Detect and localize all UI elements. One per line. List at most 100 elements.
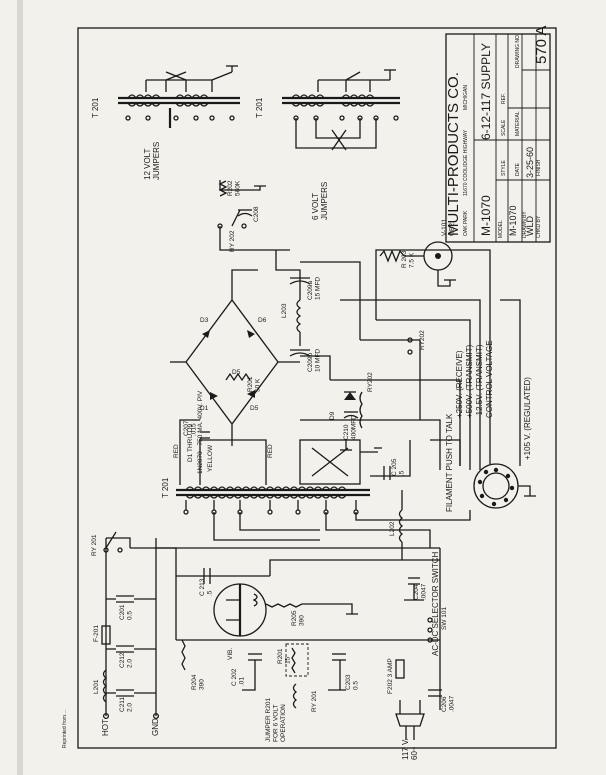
text-line: C211: [119, 697, 126, 712]
text-line: C 213: [199, 578, 206, 596]
red-lead-label-1: RED: [173, 444, 180, 458]
l201-label: L201: [93, 679, 100, 694]
red-lead-label-2: RED: [267, 444, 274, 458]
text-line: 117 V.: [401, 738, 410, 760]
six-volt-jumpers-text: 6 VOLTJUMPERS: [311, 182, 329, 220]
title-block: MULTI-PRODUCTS CO. OAK PARK 11670 COOLID…: [445, 26, 551, 243]
c202-label: C 202.01: [231, 668, 245, 686]
twelve-volt-jumpers-label: 12 VOLTJUMPERS: [143, 142, 161, 180]
r202-label: R202560K: [227, 180, 241, 196]
drawn-value: WLD: [525, 216, 535, 237]
jumper-note-text: JUMPER R201FOR 6 VOLTOPERATION: [265, 698, 287, 742]
company-name: MULTI-PRODUCTS CO.: [445, 72, 462, 236]
text-line: 15: [284, 656, 291, 664]
twelve-volt-jumpers-text: 12 VOLTJUMPERS: [143, 142, 161, 180]
c213-label: C 213.5: [199, 578, 213, 596]
ref-label: REF.: [501, 93, 507, 104]
text-line: C210: [343, 424, 350, 440]
text-line: 50 K: [254, 378, 261, 392]
c207-label: C207.015: [183, 420, 197, 436]
six-volt-jumpers-label: 6 VOLTJUMPERS: [311, 182, 329, 220]
output-line-1: FILAMENT PUSH TO TALK: [445, 413, 454, 512]
c204-label: C204.0047: [413, 583, 427, 600]
switch-fuse-section: C204.0047 AC-DC SELECTOR SWITCH SW 101 F…: [387, 548, 455, 760]
date-value: 3-25-60: [525, 147, 535, 178]
six-volt-jumper-transformer: T 201 6 VOLTJUMPERS: [255, 69, 400, 220]
company-state: MICHIGAN: [463, 85, 469, 110]
text-line: 0.5: [126, 611, 133, 620]
v101-label: V-101OB2: [441, 219, 455, 236]
c211-label: C2112.0: [119, 697, 133, 712]
part-title: 6-12-117 SUPPLY: [479, 43, 493, 140]
rectifier-note-1: D1 THRU D9: [187, 423, 194, 462]
text-line: C209a: [307, 280, 314, 300]
text-line: C201: [119, 604, 126, 620]
finish-label: FINISH: [536, 159, 542, 176]
date-label: DATE: [515, 162, 521, 176]
vib-label: VIB.: [227, 648, 234, 660]
c209b-label: C209b10 MFD: [307, 349, 321, 372]
text-line: 400MFD: [350, 415, 357, 440]
t201-label-main: T 201: [161, 477, 170, 498]
text-line: 60~: [410, 746, 419, 760]
text-line: .5: [206, 590, 213, 596]
checked-label: CHKD BY: [536, 215, 542, 238]
drawing-no-value: 570 A: [533, 26, 550, 64]
output-bus-wiring: RY202 RY202 D9 C210400MFD C207.015 C 205…: [183, 249, 521, 560]
text-line: V-101: [441, 219, 448, 236]
l202-label: L202: [389, 521, 396, 536]
ry202-coil-label: RY202: [367, 372, 374, 392]
ry201-label: RY 201: [91, 534, 98, 556]
c209a-label: C209a15 MFD: [307, 277, 321, 300]
text-line: C204: [413, 584, 420, 600]
text-line: JUMPERS: [320, 182, 329, 220]
text-line: 2.0: [126, 659, 133, 668]
c212-label: C2122.0: [119, 652, 133, 668]
text-line: .015: [190, 423, 197, 436]
text-line: .5: [398, 470, 405, 476]
f201-label: F-201: [93, 625, 100, 642]
model-value: M-1070: [508, 205, 518, 236]
text-line: C209b: [307, 352, 314, 372]
t201-label-jumper6: T 201: [255, 97, 264, 118]
output-line-6: +105 V. (REGULATED): [523, 377, 532, 460]
style-label: STYLE: [501, 159, 507, 176]
drawing-no-label: DRAWING NO.: [515, 34, 521, 68]
text-line: 390: [198, 679, 205, 690]
relay-ry202: RY 202 R202560K C208: [217, 180, 290, 252]
r201-label: R20115: [277, 648, 291, 664]
r205-label: R205390: [291, 610, 305, 626]
scale-label: SCALE: [501, 119, 507, 136]
l203-label: L203: [281, 303, 288, 318]
hot-label: HOT: [101, 719, 110, 736]
text-line: 560K: [234, 180, 241, 196]
company-city: OAK PARK: [463, 210, 469, 236]
gnd-label: GND.: [151, 716, 160, 736]
vr-tube-v101: R 2037.5 K V-101OB2: [375, 219, 456, 320]
text-line: 2.0: [126, 703, 133, 712]
model-title: M-1070: [479, 195, 493, 236]
text-line: FOR 6 VOLT: [272, 705, 279, 742]
c201-label: C2010.5: [119, 604, 133, 620]
input-voltage-label: 117 V.60~: [401, 738, 419, 760]
yellow-lead-label: YELLOW: [207, 444, 214, 472]
jumper-note: JUMPER R201FOR 6 VOLTOPERATION: [265, 698, 287, 742]
text-line: C212: [119, 652, 126, 668]
ry202-label: RY 202: [229, 230, 236, 252]
c205-label: C 205.5: [391, 458, 405, 476]
vibrator-section: VIB. C 213.5 R205390 R204390 C 202.01 R2…: [175, 568, 440, 742]
text-line: .01: [238, 677, 245, 686]
text-line: C207: [183, 420, 190, 436]
t201-label-top: T 201: [91, 97, 100, 118]
filter-section: L203 C209a15 MFD C209b10 MFD: [275, 250, 361, 380]
text-line: 7.5 K: [408, 252, 415, 268]
text-line: R202: [227, 180, 234, 196]
main-power-transformer: T 201 YELLOW RED RED: [161, 419, 382, 515]
output-connector: [473, 463, 536, 509]
corner-print-text: Reprinted from....: [62, 709, 68, 748]
text-line: OPERATION: [280, 704, 287, 742]
text-line: .0047: [448, 695, 455, 712]
interconnect-wiring: [213, 439, 471, 576]
